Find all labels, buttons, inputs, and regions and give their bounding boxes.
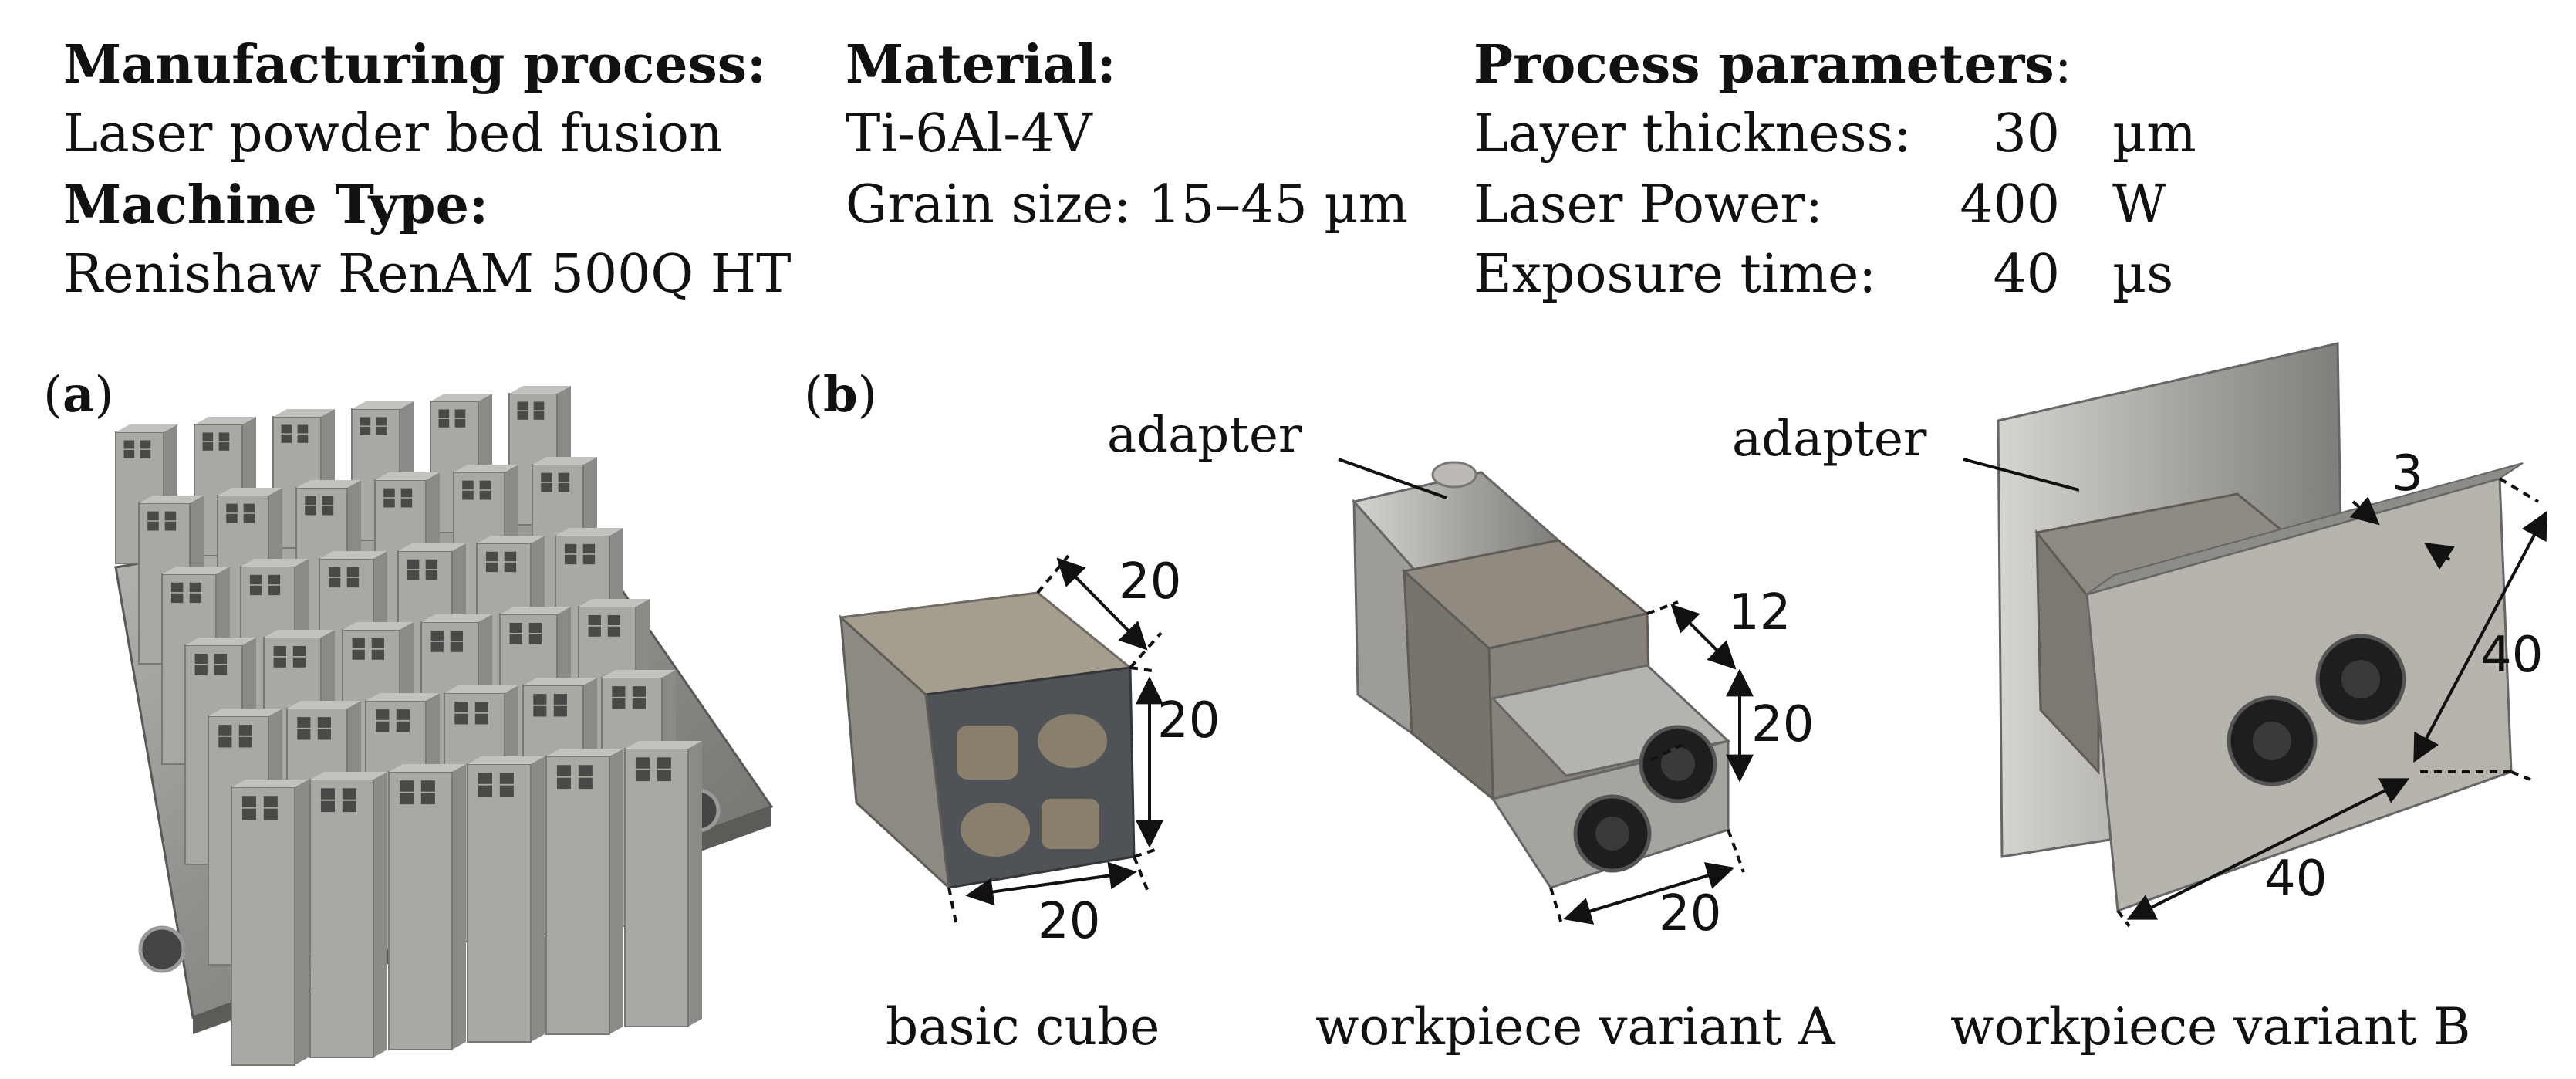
param-unit-layer: µm bbox=[2112, 103, 2196, 164]
cube-front-face bbox=[924, 666, 1136, 889]
caption-variant-a: workpiece variant A bbox=[1315, 997, 1835, 1057]
process-value: Laser powder bed fusion bbox=[63, 103, 723, 164]
variant-a-dim-width: 20 bbox=[1659, 885, 1721, 942]
param-label-power: Laser Power: bbox=[1474, 174, 1823, 235]
material-title: Material: bbox=[846, 34, 1116, 96]
variant-a-nut-hole bbox=[1661, 747, 1695, 781]
param-label-layer: Layer thickness: bbox=[1474, 103, 1912, 164]
panel-label-a: (a) bbox=[43, 366, 114, 424]
variant-b-cube-front bbox=[2035, 529, 2100, 775]
machine-value: Renishaw RenAM 500Q HT bbox=[63, 244, 792, 305]
machine-title: Machine Type: bbox=[63, 174, 488, 236]
dim-arrow bbox=[1056, 557, 1148, 651]
params-heading: Process parameters: bbox=[1474, 39, 2072, 92]
variant-b-dim-height: 40 bbox=[2480, 627, 2543, 684]
dim-arrow bbox=[965, 861, 1137, 906]
cube-dim-height: 20 bbox=[1157, 692, 1220, 749]
variant-b-dim-width: 40 bbox=[2264, 851, 2327, 908]
dim-arrow bbox=[2349, 496, 2380, 526]
dim-arrow bbox=[1563, 862, 1735, 925]
param-unit-exposure: µs bbox=[2112, 244, 2174, 305]
caption-variant-b: workpiece variant B bbox=[1950, 997, 2471, 1057]
variant-b-nut-hole bbox=[2341, 660, 2380, 698]
param-unit-power: W bbox=[2112, 174, 2166, 235]
dim-arrow bbox=[1670, 604, 1737, 670]
param-value-power: 400 bbox=[1960, 174, 2060, 235]
cube-dim-width: 20 bbox=[1038, 893, 1100, 950]
adapter-leader-line bbox=[1963, 458, 2080, 492]
lattice-pillar bbox=[309, 772, 387, 1058]
variant-b-nut-hole bbox=[2253, 722, 2291, 760]
process-title: Manufacturing process: bbox=[63, 34, 767, 96]
lattice-pillar bbox=[388, 764, 466, 1050]
dim-extension-line bbox=[947, 554, 1163, 927]
material-value: Ti-6Al-4V bbox=[846, 103, 1092, 164]
variant-a-dim-height: 20 bbox=[1751, 696, 1814, 753]
variant-b-dim-thickness: 3 bbox=[2392, 445, 2423, 502]
lattice-pillar bbox=[545, 749, 623, 1035]
dim-arrow bbox=[2413, 510, 2547, 763]
cube-dim-depth: 20 bbox=[1119, 553, 1181, 611]
panel-label-b: (b) bbox=[804, 366, 877, 424]
param-label-exposure: Exposure time: bbox=[1474, 244, 1877, 305]
dim-extension-line bbox=[1549, 600, 1745, 927]
params-title: Process parameters bbox=[1474, 34, 2054, 96]
lattice-pillar bbox=[624, 741, 702, 1027]
cube-cavity bbox=[961, 803, 1030, 857]
cube-cavity bbox=[1042, 799, 1099, 849]
grain-size-value: Grain size: 15–45 µm bbox=[846, 174, 1409, 235]
param-value-layer: 30 bbox=[1993, 103, 2060, 164]
variant-a-illustration: adapter 12 20 20 bbox=[1107, 407, 1814, 942]
variant-a-bolt bbox=[1431, 461, 1477, 489]
variant-a-nut-hole bbox=[1595, 817, 1629, 851]
lattice-pillar bbox=[467, 756, 545, 1043]
variant-a-dim-depth: 12 bbox=[1728, 584, 1791, 641]
adapter-leader-line bbox=[1338, 458, 1447, 499]
cube-cavity bbox=[1038, 714, 1107, 768]
pillar-array bbox=[115, 386, 702, 1066]
param-value-exposure: 40 bbox=[1993, 244, 2060, 305]
lattice-pillar bbox=[231, 780, 309, 1066]
build-plate-photo bbox=[114, 386, 774, 1066]
dim-arrow bbox=[2126, 778, 2410, 920]
plate-bolt-hole bbox=[138, 925, 186, 973]
basic-cube-illustration: 20 20 20 bbox=[838, 553, 1220, 950]
variant-a-adapter-label: adapter bbox=[1107, 407, 1302, 464]
params-colon: : bbox=[2054, 35, 2072, 96]
dim-extension-line bbox=[2116, 477, 2540, 928]
caption-basic-cube: basic cube bbox=[886, 997, 1160, 1057]
cube-cavity bbox=[957, 726, 1018, 780]
variant-b-illustration: adapter 3 40 40 bbox=[1732, 342, 2547, 928]
variant-b-adapter-label: adapter bbox=[1732, 411, 1927, 468]
